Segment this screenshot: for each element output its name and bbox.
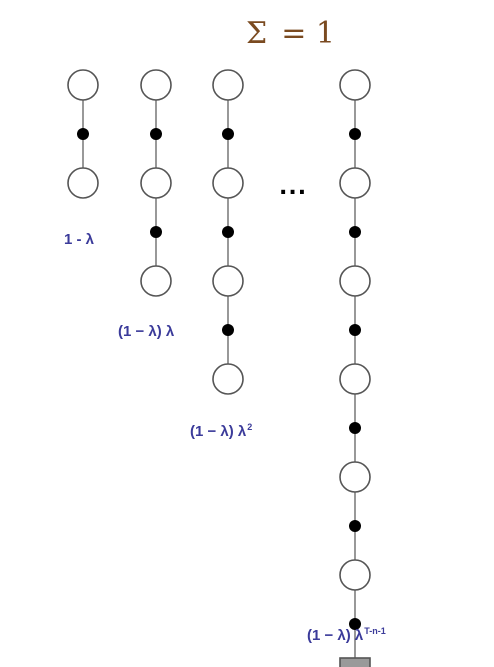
- state-node-col4-5: [339, 461, 371, 493]
- state-node-col4-6: [339, 559, 371, 591]
- weight-label-1: 1 - λ: [64, 230, 95, 248]
- factor-dot-col4-4: [349, 422, 361, 434]
- state-node-col2-1: [140, 69, 172, 101]
- factor-dot-col4-2: [349, 226, 361, 238]
- sum-symbol: Σ: [246, 16, 268, 51]
- sum-value: = 1: [281, 16, 335, 51]
- factor-dot-col3-1: [222, 128, 234, 140]
- factor-dot-col1-1: [77, 128, 89, 140]
- weight-label-1-base: 1 - λ: [64, 231, 95, 248]
- state-node-col3-1: [212, 69, 244, 101]
- factor-dot-col4-1: [349, 128, 361, 140]
- weight-label-4: (1 − λ) λT-n-1: [307, 626, 386, 644]
- state-node-col3-4: [212, 363, 244, 395]
- weight-label-3-exp: 2: [247, 422, 253, 432]
- ellipsis: ...: [279, 175, 308, 200]
- weight-label-4-base: (1 − λ) λ: [307, 627, 364, 644]
- weight-label-4-exp: T-n-1: [364, 626, 386, 636]
- state-node-col4-1: [339, 69, 371, 101]
- factor-dot-col3-3: [222, 324, 234, 336]
- weight-label-3: (1 − λ) λ2: [190, 422, 252, 440]
- state-node-col1-1: [67, 69, 99, 101]
- state-node-col2-2: [140, 167, 172, 199]
- terminal-node-col4: [339, 657, 371, 667]
- sum-equation: Σ = 1: [246, 16, 335, 51]
- factor-dot-col4-3: [349, 324, 361, 336]
- state-node-col1-2: [67, 167, 99, 199]
- factor-dot-col2-1: [150, 128, 162, 140]
- factor-dot-col2-2: [150, 226, 162, 238]
- weight-label-3-base: (1 − λ) λ: [190, 423, 247, 440]
- factor-dot-col4-5: [349, 520, 361, 532]
- state-node-col3-3: [212, 265, 244, 297]
- state-node-col4-3: [339, 265, 371, 297]
- factor-dot-col4-6: [349, 618, 361, 630]
- weight-label-2: (1 − λ) λ: [118, 322, 175, 340]
- state-node-col3-2: [212, 167, 244, 199]
- state-node-col4-2: [339, 167, 371, 199]
- state-node-col2-3: [140, 265, 172, 297]
- state-node-col4-4: [339, 363, 371, 395]
- weight-label-2-base: (1 − λ) λ: [118, 323, 175, 340]
- factor-dot-col3-2: [222, 226, 234, 238]
